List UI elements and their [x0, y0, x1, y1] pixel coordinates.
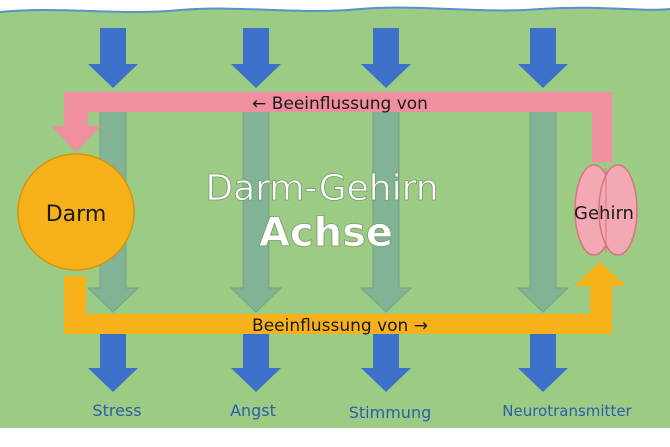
factor-label-stimmung: Stimmung	[349, 403, 431, 422]
title-line-1: Darm-Gehirn	[205, 168, 438, 209]
gehirn-node	[574, 164, 638, 256]
wavy-top-edge	[0, 6, 670, 13]
faded-arrow-down	[516, 95, 570, 313]
darm-label: Darm	[46, 202, 107, 227]
pink-feedback-arrow	[51, 92, 612, 162]
blue-arrow-down	[88, 334, 138, 392]
factor-label-angst: Angst	[230, 401, 276, 420]
darm-node	[17, 153, 135, 271]
top-arrows	[88, 28, 568, 88]
bottom-arrow-label: Beeinflussung von →	[252, 316, 428, 336]
bottom-arrows	[88, 334, 568, 392]
factor-labels: Stress Angst Stimmung Neurotransmitter	[92, 401, 632, 422]
blue-arrow-down	[361, 334, 411, 392]
blue-arrow-down	[518, 334, 568, 392]
brain-right-lobe	[598, 164, 638, 256]
yellow-feedback-arrow	[64, 262, 626, 334]
faded-arrow-down	[229, 95, 283, 313]
blue-arrow-down	[361, 28, 411, 88]
title-line-2: Achse	[259, 210, 393, 256]
blue-arrow-down	[231, 334, 281, 392]
faded-arrow-down	[359, 95, 413, 313]
factor-label-neurotransmitter: Neurotransmitter	[502, 402, 632, 420]
blue-arrow-down	[88, 28, 138, 88]
faded-arrows	[86, 95, 570, 313]
blue-arrow-down	[518, 28, 568, 88]
gehirn-label: Gehirn	[574, 203, 634, 224]
blue-arrow-down	[231, 28, 281, 88]
top-arrow-label: ← Beeinflussung von	[252, 94, 428, 114]
factor-label-stress: Stress	[92, 401, 141, 420]
